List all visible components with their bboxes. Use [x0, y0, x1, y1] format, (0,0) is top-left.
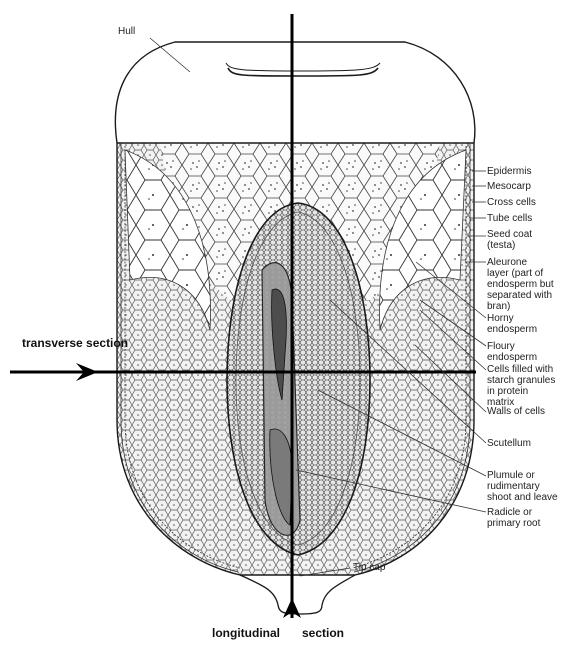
label-radicle: Radicle or primary root: [487, 507, 540, 529]
label-tip-cap: Tip cap: [353, 562, 385, 573]
label-longitudinal: longitudinal: [212, 626, 280, 640]
label-epidermis: Epidermis: [487, 166, 531, 177]
label-section: section: [302, 626, 344, 640]
label-plumule: Plumule or rudimentary shoot and leave: [487, 470, 558, 503]
hull-inner-fold-2: [226, 63, 380, 71]
hull-outline: [115, 42, 474, 143]
label-starch-cells: Cells filled with starch granules in pro…: [487, 364, 555, 408]
hull-inner-fold: [228, 68, 378, 76]
label-scutellum: Scutellum: [487, 438, 531, 449]
label-cross-cells: Cross cells: [487, 197, 536, 208]
label-tube-cells: Tube cells: [487, 213, 532, 224]
label-aleurone: Aleurone layer (part of endosperm but se…: [487, 257, 554, 312]
tip-cap: [240, 575, 355, 614]
label-mesocarp: Mesocarp: [487, 181, 531, 192]
label-horny-endosperm: Horny endosperm: [487, 313, 537, 335]
label-transverse-section: transverse section: [22, 336, 128, 350]
label-walls-of-cells: Walls of cells: [487, 406, 545, 417]
label-floury-endosperm: Floury endosperm: [487, 341, 537, 363]
label-seed-coat: Seed coat (testa): [487, 229, 532, 251]
label-hull: Hull: [118, 26, 135, 37]
